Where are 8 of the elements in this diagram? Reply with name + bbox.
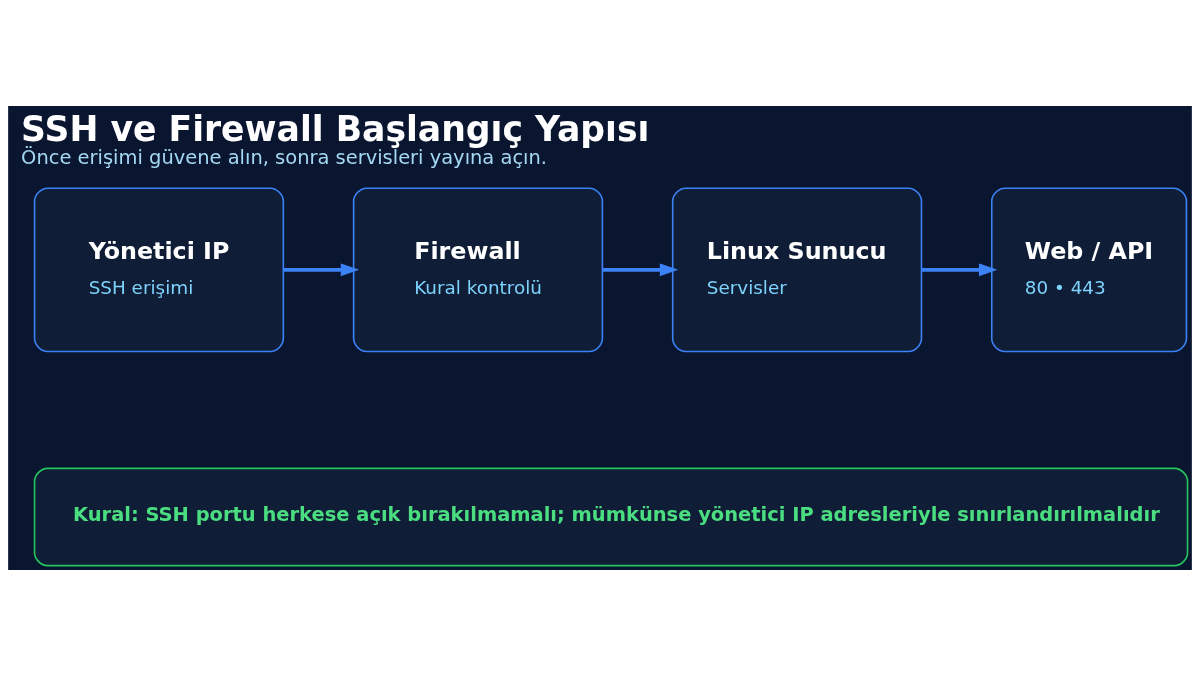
arrow — [283, 262, 360, 276]
node-box: Yönetici IP SSH erişimi — [33, 186, 285, 352]
arrow — [602, 262, 679, 276]
node-box: Firewall Kural kontrolü — [352, 186, 604, 352]
arrow — [921, 262, 998, 276]
node-box: Kural: SSH portu herkese açık bırakılmamalı; mümkünse yönetici IP adresleriyle sınırlandırılmalıdır — [33, 467, 1189, 566]
node-box: Linux Sunucu Servisler — [671, 186, 923, 352]
node-box: Web / API 80 • 443 — [990, 186, 1188, 352]
